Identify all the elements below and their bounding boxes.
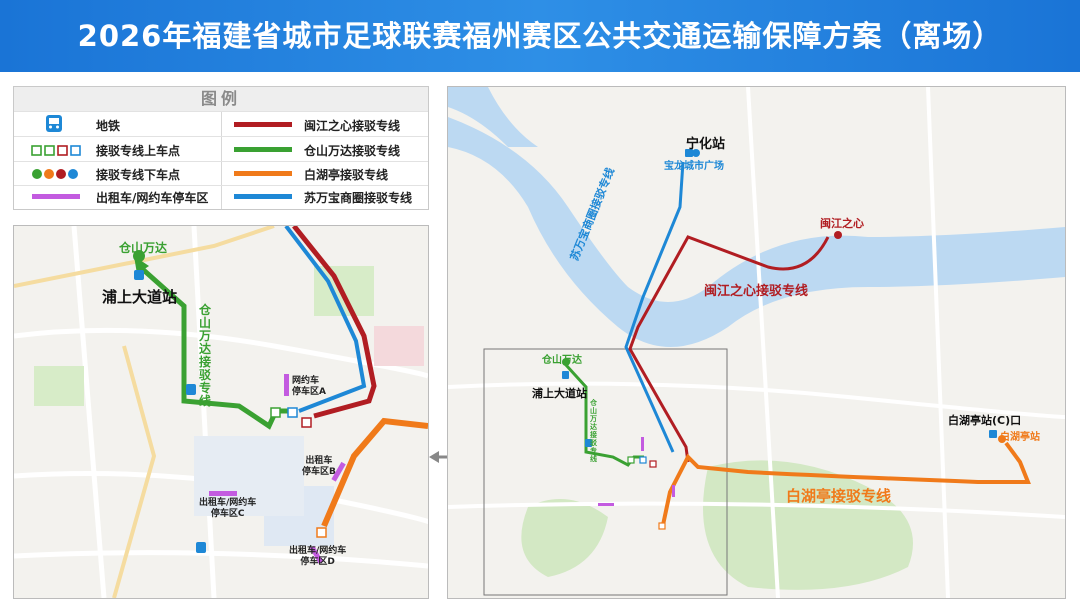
title-banner: 2026年福建省城市足球联赛福州赛区公共交通运输保障方案（离场） — [0, 0, 1080, 72]
metro-icon — [585, 439, 592, 447]
boarding-stop-orange — [316, 527, 327, 538]
minjiang-route-line — [628, 235, 830, 463]
metro-icon — [186, 384, 196, 395]
boarding-stop-green — [270, 407, 281, 418]
alighting-stop-icon — [32, 169, 78, 179]
district-block — [374, 326, 424, 366]
cangshan-route-line — [564, 363, 644, 467]
cangshan-wanda-label: 仓山万达 — [119, 241, 168, 255]
parking-a-label: 网约车 停车区A — [292, 376, 326, 397]
alighting-stop-red — [834, 231, 842, 239]
legend-divider — [221, 111, 222, 209]
parking-d-label: 出租车/网约车 停车区D — [289, 546, 347, 567]
major-roads — [14, 226, 275, 598]
metro-icon — [562, 371, 569, 379]
alighting-stop-green — [562, 358, 570, 366]
green-route-label: 仓山万达接驳专线 — [199, 303, 212, 408]
road-network — [448, 87, 1065, 598]
baihuting-route-label: 白湖亭接驳专线 — [786, 487, 892, 505]
legend-label-metro: 地铁 — [96, 119, 121, 133]
baihuting-route-line — [321, 417, 428, 528]
pushang-station-label: 浦上大道站 — [102, 288, 178, 306]
taxi-parking-marker — [672, 485, 675, 497]
boarding-stop-blue — [639, 456, 647, 464]
overview-map[interactable]: 宁化站 宝龙城市广场 闽江之心 闽江之心接驳专线 苏万宝商圈接驳专线 仓山万达 … — [447, 86, 1066, 599]
boarding-stop-green — [627, 456, 635, 464]
pushang-station-label: 浦上大道站 — [532, 387, 587, 400]
legend-row-divider — [14, 161, 428, 162]
zoomed-map[interactable]: 仓山万达 浦上大道站 仓山万达接驳专线 网约车 停车区A 出租车 停车区B 出租… — [13, 225, 429, 599]
legend-row-divider — [14, 111, 428, 112]
hill-area — [521, 499, 608, 577]
boarding-stop-red — [649, 460, 657, 468]
metro-icon — [46, 115, 62, 132]
zoomed-map-canvas — [14, 226, 428, 598]
baihuting-station-label: 白湖亭站 — [1000, 432, 1040, 443]
suwanbao-route-line — [624, 161, 685, 453]
legend-panel: 图例 地铁 接驳专线上车点 接驳专线下车点 出租车/网约车停车区 闽江之心接驳专… — [13, 86, 429, 210]
page-title: 2026年福建省城市足球联赛福州赛区公共交通运输保障方案（离场） — [77, 19, 1003, 53]
ninghua-station-label: 宁化站 — [686, 137, 726, 152]
parking-b-marker — [331, 461, 346, 482]
alighting-stop-orange — [998, 435, 1006, 443]
parking-b-label: 出租车 停车区B — [302, 456, 336, 477]
boarding-stop-blue — [287, 407, 298, 418]
metro-icon — [989, 430, 997, 438]
metro-icon — [196, 542, 206, 553]
parking-c-label: 出租车/网约车 停车区C — [199, 498, 257, 519]
green-route-label: 仓山万达接驳专线 — [590, 399, 597, 463]
overview-map-canvas — [448, 87, 1065, 598]
parking-a-marker — [284, 374, 289, 396]
minjiang-route-line — [292, 226, 377, 419]
minjiang-route-label: 闽江之心接驳专线 — [704, 284, 809, 299]
taxi-parking-marker — [598, 503, 614, 506]
boarding-stop-red — [301, 417, 312, 428]
taxi-parking-marker — [641, 437, 644, 451]
district-block — [194, 436, 304, 516]
legend-label-minjiang: 闽江之心接驳专线 — [304, 119, 401, 133]
boarding-stop-orange — [658, 522, 666, 530]
inset-frame — [483, 348, 728, 596]
legend-title: 图例 — [14, 87, 428, 111]
legend-swatch-red — [234, 122, 292, 127]
baihuting-route-line — [661, 441, 1031, 526]
hill-area — [703, 460, 913, 590]
park-area — [34, 366, 84, 406]
river-water — [448, 117, 1065, 347]
legend-label-alighting: 接驳专线下车点 — [96, 168, 181, 182]
baihuting-exit-label: 白湖亭站(C)口 — [948, 414, 1022, 427]
legend-row-divider — [14, 136, 428, 137]
legend-row-divider — [14, 185, 428, 186]
legend-label-suwanbao: 苏万宝商圈接驳专线 — [304, 191, 413, 205]
parking-d-marker — [309, 545, 324, 564]
metro-icon — [134, 270, 144, 280]
parking-c-marker — [209, 491, 237, 496]
legend-label-cangshan: 仓山万达接驳专线 — [304, 144, 401, 158]
river-water — [448, 87, 538, 147]
legend-swatch-green — [234, 147, 292, 152]
alighting-stop-green — [133, 250, 145, 262]
legend-swatch-orange — [234, 171, 292, 176]
alighting-stop-blue — [692, 149, 700, 157]
suwanbao-route-line — [284, 226, 367, 413]
boarding-stop-icon — [31, 145, 81, 156]
legend-label-baihuting: 白湖亭接驳专线 — [304, 168, 389, 182]
legend-label-boarding: 接驳专线上车点 — [96, 144, 181, 158]
metro-icon — [685, 149, 693, 157]
legend-swatch-blue — [234, 194, 292, 199]
cangshan-wanda-label: 仓山万达 — [542, 355, 582, 366]
taxi-parking-icon — [32, 194, 80, 199]
minjiang-heart-label: 闽江之心 — [820, 217, 864, 230]
legend-label-taxi: 出租车/网约车停车区 — [96, 191, 209, 205]
baolong-plaza-label: 宝龙城市广场 — [664, 161, 724, 172]
